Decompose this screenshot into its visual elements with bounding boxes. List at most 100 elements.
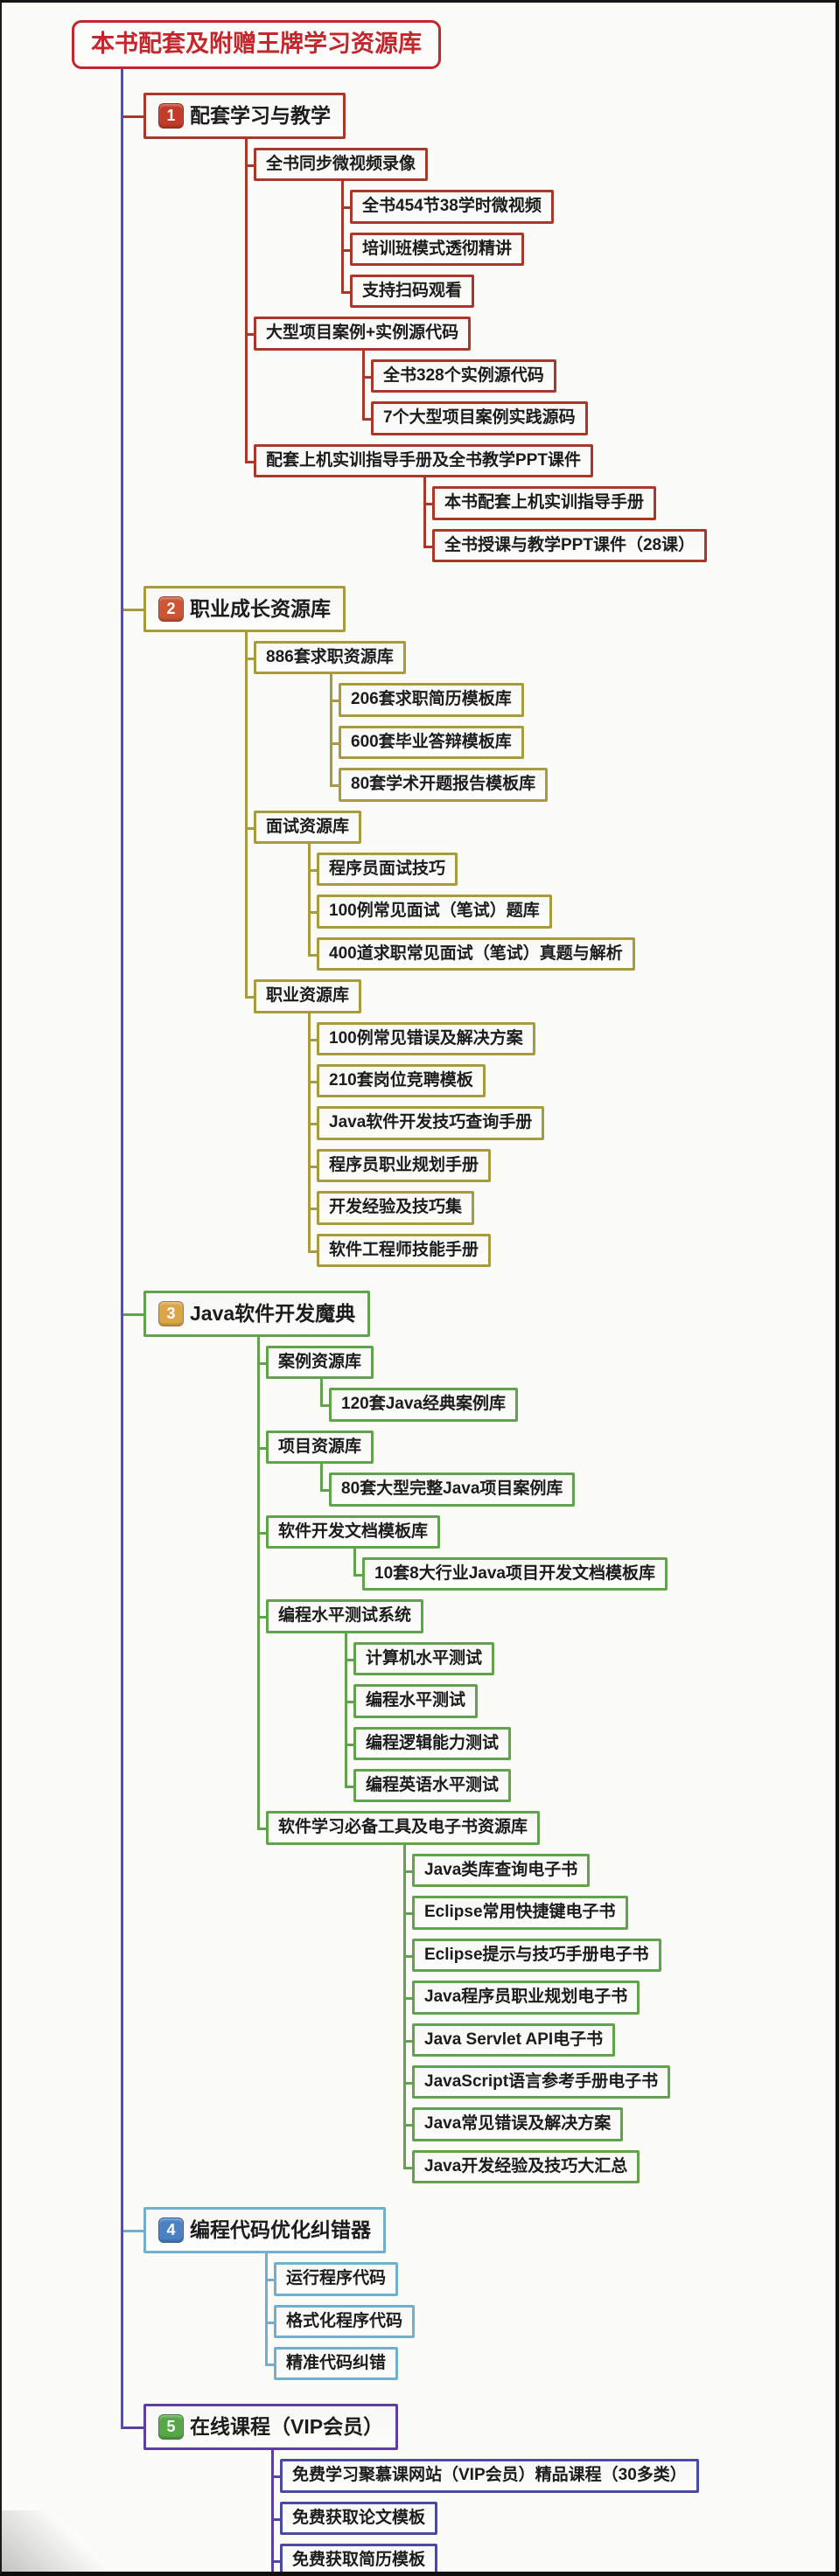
branch-wrap: 206套求职简历模板库 bbox=[330, 674, 524, 727]
node-label: 软件学习必备工具及电子书资源库 bbox=[278, 1818, 528, 1837]
mindmap-node: 10套8大行业Java项目开发文档模板库 bbox=[362, 1557, 668, 1591]
mindmap-node: Java开发经验及技巧大汇总 bbox=[412, 2149, 640, 2184]
node-label: 大型项目案例+实例源代码 bbox=[266, 324, 459, 343]
branch-wrap: Java软件开发技巧查询手册 bbox=[308, 1097, 545, 1150]
connector-line bbox=[330, 741, 332, 769]
node-box: 80套大型完整Java项目案例库 bbox=[329, 1472, 576, 1507]
node-label: 格式化程序代码 bbox=[286, 2311, 403, 2330]
node-label: Java类库查询电子书 bbox=[424, 1860, 578, 1879]
node-label: 免费获取简历模板 bbox=[292, 2551, 426, 2570]
connector-line bbox=[271, 2560, 274, 2572]
node-box: 运行程序代码 bbox=[274, 2262, 399, 2296]
node-box: 全书454节38学时微视频 bbox=[350, 190, 554, 224]
section-badge-3: 3 bbox=[158, 1301, 184, 1327]
connector-line bbox=[308, 911, 311, 938]
node-label: 全书同步微视频录像 bbox=[266, 154, 416, 173]
node-label: 全书328个实例源代码 bbox=[383, 366, 544, 385]
node-box: 全书328个实例源代码 bbox=[371, 359, 556, 393]
node-label: Java程序员职业规划电子书 bbox=[424, 1988, 628, 2007]
mindmap-node: Eclipse常用快捷键电子书 bbox=[412, 1896, 628, 1930]
connector-line bbox=[271, 2475, 274, 2503]
branch-wrap: JavaScript语言参考手册电子书 bbox=[403, 2056, 671, 2109]
node-label: 配套上机实训指导手册及全书教学PPT课件 bbox=[266, 450, 581, 470]
branch-wrap: 程序员职业规划手册 bbox=[308, 1139, 492, 1193]
mindmap-node: 100例常见错误及解决方案 bbox=[317, 1021, 535, 1055]
node-label: 开发经验及技巧集 bbox=[329, 1198, 463, 1217]
node-label: 7个大型项目案例实践源码 bbox=[383, 408, 576, 428]
branch-wrap: 运行程序代码 bbox=[265, 2253, 399, 2306]
connector-line bbox=[121, 2230, 123, 2405]
connector-line bbox=[423, 503, 426, 530]
mindmap-node: 支持扫码观看 bbox=[350, 275, 475, 309]
branch-wrap: 开发经验及技巧集 bbox=[308, 1182, 475, 1235]
mindmap-node: Eclipse提示与技巧手册电子书 bbox=[412, 1938, 661, 1973]
mindmap-node: 编程英语水平测试 bbox=[353, 1769, 512, 1803]
mindmap-node: 全书328个实例源代码 bbox=[371, 359, 556, 393]
connector-line bbox=[257, 1616, 260, 1813]
node-box: 206套求职简历模板库 bbox=[339, 683, 524, 717]
branch-wrap: 全书授课与教学PPT课件（28课） bbox=[423, 519, 708, 562]
mindmap-node: 软件工程师技能手册 bbox=[317, 1233, 492, 1268]
node-box: 项目资源库 bbox=[266, 1430, 374, 1465]
branch-wrap: 80套大型完整Java项目案例库 bbox=[320, 1464, 576, 1507]
node-label: 在线课程（VIP会员） bbox=[190, 2415, 384, 2439]
node-box: Java常见错误及解决方案 bbox=[412, 2107, 624, 2141]
connector-line bbox=[121, 1313, 123, 2209]
branch-wrap: Eclipse提示与技巧手册电子书 bbox=[403, 1929, 661, 1982]
mindmap-node: 运行程序代码 bbox=[274, 2262, 399, 2296]
mindmap-node: 编程水平测试系统计算机水平测试编程水平测试编程逻辑能力测试编程英语水平测试 bbox=[266, 1599, 512, 1803]
children-group: 计算机水平测试编程水平测试编程逻辑能力测试编程英语水平测试 bbox=[345, 1633, 512, 1803]
mindmap-node: 职业资源库 100例常见错误及解决方案 210套岗位竞聘模板 Java软件开发技巧查询… bbox=[254, 979, 545, 1268]
node-box: 职业资源库 bbox=[254, 979, 362, 1013]
connector-line bbox=[308, 868, 311, 896]
children-group: 本书配套上机实训指导手册全书授课与教学PPT课件（28课） bbox=[423, 477, 708, 562]
connector-line bbox=[121, 608, 123, 1292]
branch-wrap: 程序员面试技巧 bbox=[308, 843, 458, 896]
node-label: 210套岗位竞聘模板 bbox=[329, 1070, 473, 1090]
node-label: 100例常见面试（笔试）题库 bbox=[329, 902, 540, 921]
connector-line bbox=[265, 2279, 268, 2306]
node-box: 编程逻辑能力测试 bbox=[353, 1726, 512, 1761]
node-box: 案例资源库 bbox=[266, 1346, 374, 1380]
mindmap-node: 精准代码纠错 bbox=[274, 2346, 399, 2381]
mindmap-node: Java Servlet API电子书 bbox=[412, 2023, 616, 2057]
branch-wrap: 600套毕业答辩模板库 bbox=[330, 716, 524, 769]
branch-wrap: 免费学习聚慕课网站（VIP会员）精品课程（30多类） bbox=[271, 2450, 699, 2503]
mindmap-node: Java类库查询电子书 bbox=[412, 1853, 591, 1888]
node-label: 编程水平测试系统 bbox=[278, 1606, 412, 1626]
connector-line bbox=[403, 1912, 406, 1939]
node-box: 免费获取论文模板 bbox=[280, 2501, 438, 2536]
connector-line bbox=[308, 1165, 311, 1193]
children-group: 120套Java经典案例库 bbox=[320, 1379, 518, 1422]
section-badge-4: 4 bbox=[158, 2217, 184, 2244]
branch-wrap: 7个大型项目案例实践源码 bbox=[362, 393, 588, 435]
node-label: 免费获取论文模板 bbox=[292, 2508, 426, 2527]
branch-wrap: 培训班模式透彻精讲 bbox=[341, 223, 525, 276]
mindmap-node: 206套求职简历模板库 bbox=[339, 683, 524, 717]
connector-line bbox=[330, 700, 332, 727]
connector-line bbox=[245, 164, 248, 318]
connector-line bbox=[403, 1954, 406, 1982]
node-box: 7个大型项目案例实践源码 bbox=[371, 401, 588, 435]
connector-line bbox=[257, 1362, 260, 1431]
node-box: 程序员面试技巧 bbox=[317, 852, 458, 887]
connector-line bbox=[403, 2039, 406, 2066]
children-group: Java类库查询电子书 Eclipse常用快捷键电子书 Eclipse提示与技巧手册… bbox=[403, 1844, 671, 2184]
children-group: 全书454节38学时微视频培训班模式透彻精讲支持扫码观看 bbox=[341, 181, 554, 309]
node-box: Java程序员职业规划电子书 bbox=[412, 1981, 640, 2015]
connector-line bbox=[308, 1080, 311, 1108]
branch-wrap: 全书同步微视频录像全书454节38学时微视频培训班模式透彻精讲支持扫码观看 bbox=[245, 138, 554, 318]
connector-line bbox=[245, 826, 248, 981]
